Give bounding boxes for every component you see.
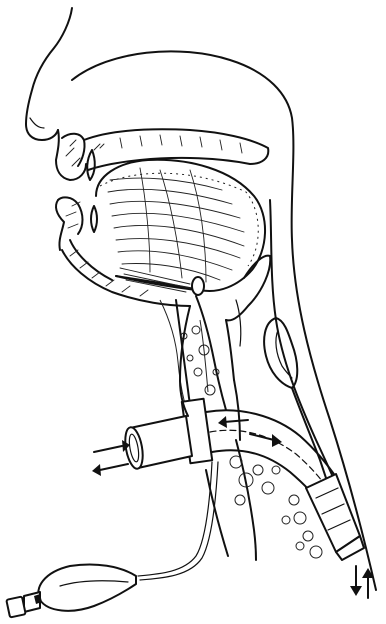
pilot-balloon bbox=[6, 462, 218, 617]
larynx bbox=[116, 256, 270, 420]
endotracheal-tube bbox=[122, 399, 364, 560]
tongue bbox=[96, 160, 265, 291]
palate bbox=[62, 129, 268, 180]
